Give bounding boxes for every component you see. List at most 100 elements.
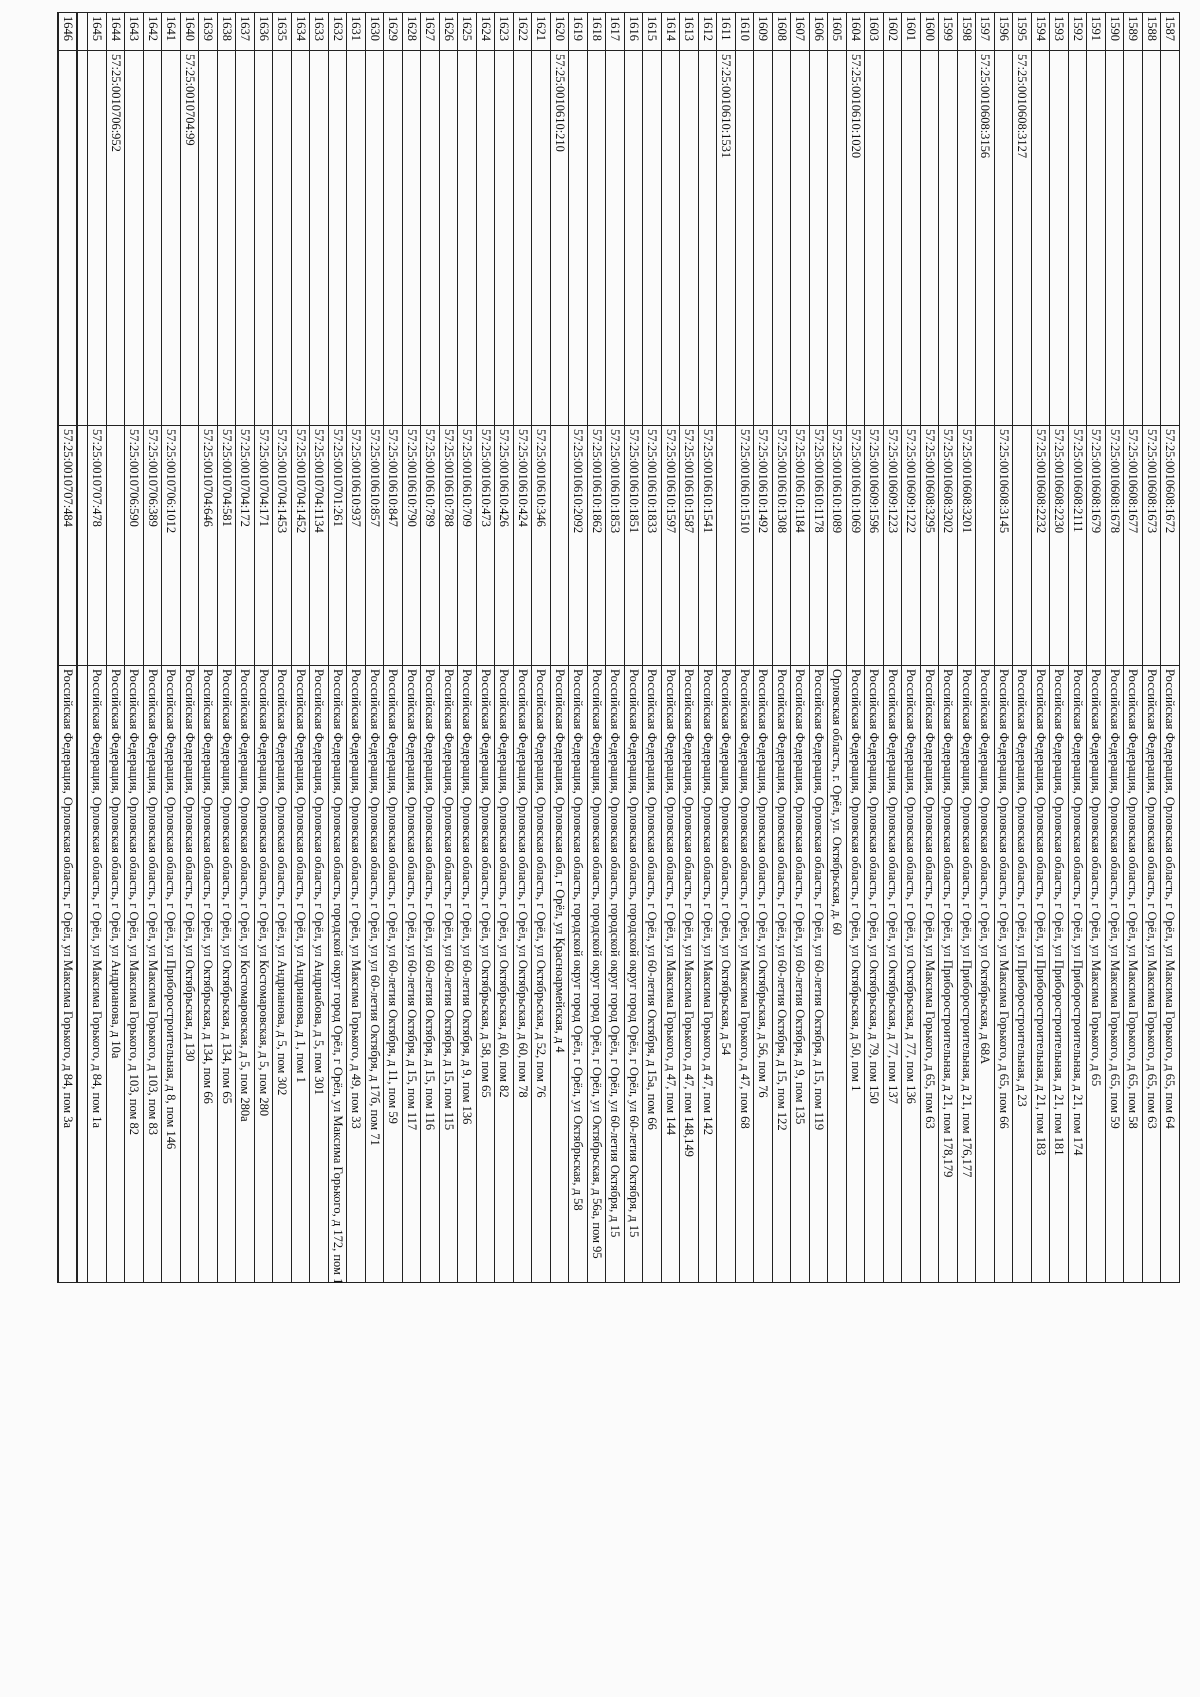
row-number: 1601 bbox=[902, 12, 921, 51]
parent-cadastral-number bbox=[217, 50, 236, 426]
parent-cadastral-number bbox=[587, 50, 606, 426]
parent-cadastral-number bbox=[1050, 50, 1069, 426]
row-number: 1596 bbox=[994, 12, 1013, 51]
cadastral-number: 57:25:0010704:172 bbox=[236, 425, 255, 666]
cadastral-number: 57:25:0010610:1184 bbox=[791, 425, 810, 666]
address: Российская Федерация, Орловская область,… bbox=[902, 665, 921, 1283]
address: Российская Федерация, Орловская область,… bbox=[310, 665, 329, 1283]
address: Российская Федерация, Орловская область,… bbox=[1087, 665, 1106, 1283]
parent-cadastral-number bbox=[162, 50, 181, 426]
cadastral-number: 57:25:0010610:857 bbox=[365, 425, 384, 666]
row-number: 1634 bbox=[291, 12, 310, 51]
row-number: 1632 bbox=[328, 12, 347, 51]
cadastral-number: 57:25:0010610:1541 bbox=[698, 425, 717, 666]
address: Российская Федерация, Орловская область,… bbox=[495, 665, 514, 1283]
parent-cadastral-number bbox=[402, 50, 421, 426]
cadastral-number: 57:25:0010610:473 bbox=[476, 425, 495, 666]
parent-cadastral-number bbox=[125, 50, 144, 426]
row-number: 1603 bbox=[865, 12, 884, 51]
parent-cadastral-number bbox=[957, 50, 976, 426]
row-number: 1631 bbox=[347, 12, 366, 51]
address: Российская Федерация, Орловская область,… bbox=[772, 665, 791, 1283]
cadastral-number: 57:25:0010608:1679 bbox=[1087, 425, 1106, 666]
address: Российская Федерация, Орловская область,… bbox=[439, 665, 458, 1283]
address: Российская Федерация, Орловская область,… bbox=[791, 665, 810, 1283]
cadastral-number: 57:25:0010701:261 bbox=[328, 425, 347, 666]
row-number: 1591 bbox=[1087, 12, 1106, 51]
cadastral-number: 57:25:0010608:3201 bbox=[957, 425, 976, 666]
address: Российская Федерация, Орловская область,… bbox=[698, 665, 717, 1283]
cadastral-number: 57:25:0010608:2111 bbox=[1068, 425, 1087, 666]
row-number: 1624 bbox=[476, 12, 495, 51]
row-number: 1641 bbox=[162, 12, 181, 51]
parent-cadastral-number bbox=[310, 50, 329, 426]
parent-cadastral-number bbox=[236, 50, 255, 426]
address: Орловская область, г. Орёл, ул. Октябрьс… bbox=[828, 665, 847, 1283]
cadastral-number: 57:25:0010608:3202 bbox=[939, 425, 958, 666]
address: Российская Федерация, Орловская область,… bbox=[569, 665, 588, 1283]
cadastral-number: 57:25:0010610:709 bbox=[458, 425, 477, 666]
address: Российская Федерация, Орловская область,… bbox=[143, 665, 162, 1283]
row-number: 1610 bbox=[735, 12, 754, 51]
cadastral-number: 57:25:0010707:478 bbox=[88, 425, 107, 666]
address: Российская Федерация, Орловская область,… bbox=[735, 665, 754, 1283]
row-number: 1622 bbox=[513, 12, 532, 51]
address: Российская Федерация, Орловская область,… bbox=[1124, 665, 1143, 1283]
address: Российская Федерация, Орловская область,… bbox=[754, 665, 773, 1283]
row-number: 1629 bbox=[384, 12, 403, 51]
row-number: 1625 bbox=[458, 12, 477, 51]
row-number: 1644 bbox=[106, 12, 125, 51]
parent-cadastral-number bbox=[421, 50, 440, 426]
cadastral-number: 57:25:0010610:790 bbox=[402, 425, 421, 666]
cadastral-number: 57:25:0010704:1134 bbox=[310, 425, 329, 666]
cadastral-number: 57:25:0010610:424 bbox=[513, 425, 532, 666]
parent-cadastral-number: 57:25:0010608:3156 bbox=[976, 50, 995, 426]
parent-cadastral-number bbox=[88, 50, 107, 426]
address: Российская Федерация, Орловская область,… bbox=[809, 665, 828, 1283]
parent-cadastral-number bbox=[902, 50, 921, 426]
row-number: 1640 bbox=[180, 12, 199, 51]
row-number: 1635 bbox=[273, 12, 292, 51]
parent-cadastral-number bbox=[606, 50, 625, 426]
parent-cadastral-number bbox=[809, 50, 828, 426]
parent-cadastral-number: 57:25:0010610:1531 bbox=[717, 50, 736, 426]
row-number: 1621 bbox=[532, 12, 551, 51]
parent-cadastral-number bbox=[624, 50, 643, 426]
cadastral-number: 57:25:0010610:1587 bbox=[680, 425, 699, 666]
address: Российская Федерация, Орловская область,… bbox=[513, 665, 532, 1283]
cadastral-number: 57:25:0010608:3145 bbox=[994, 425, 1013, 666]
cadastral-number bbox=[1013, 425, 1032, 666]
address: Российская Федерация, Орловская область,… bbox=[883, 665, 902, 1283]
parent-cadastral-number: 57:25:0010608:3127 bbox=[1013, 50, 1032, 426]
row-number: 1605 bbox=[828, 12, 847, 51]
parent-cadastral-number bbox=[994, 50, 1013, 426]
cadastral-number: 57:25:0010610:1492 bbox=[754, 425, 773, 666]
address: Российская Федерация, Орловская обл, г О… bbox=[550, 665, 569, 1283]
address: Российская Федерация, Орловская область,… bbox=[328, 665, 347, 1283]
address: Российская Федерация, Орловская область,… bbox=[217, 665, 236, 1283]
cadastral-number: 57:25:0010608:3295 bbox=[920, 425, 939, 666]
row-number: 1607 bbox=[791, 12, 810, 51]
parent-cadastral-number bbox=[199, 50, 218, 426]
parent-cadastral-number bbox=[791, 50, 810, 426]
address: Российская Федерация, Орловская область,… bbox=[1068, 665, 1087, 1283]
cadastral-number: 57:25:0010706:389 bbox=[143, 425, 162, 666]
row-number: 1628 bbox=[402, 12, 421, 51]
